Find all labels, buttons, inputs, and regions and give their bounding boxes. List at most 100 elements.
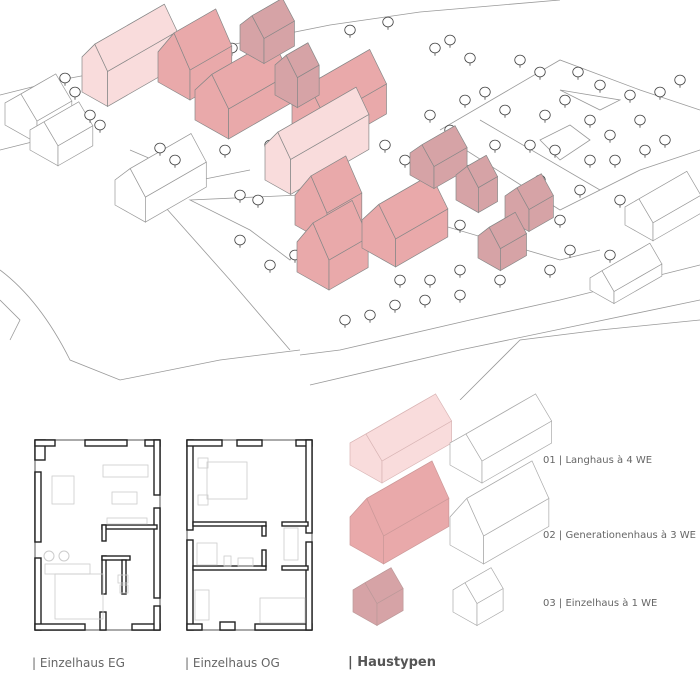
- wall: [192, 565, 267, 571]
- wall: [281, 521, 309, 527]
- tree-icon: [464, 52, 476, 66]
- tree-icon: [234, 234, 246, 248]
- roof-near: [466, 460, 550, 537]
- furniture: [259, 597, 306, 624]
- wall: [281, 565, 309, 571]
- wall: [144, 439, 161, 447]
- tree-icon: [479, 86, 491, 100]
- furniture: [206, 461, 248, 500]
- roof-near: [601, 242, 663, 292]
- tree-crown: [624, 89, 636, 101]
- furniture: [51, 475, 75, 505]
- roof-near: [312, 200, 369, 261]
- roof-near: [285, 42, 320, 79]
- existing-building: [114, 133, 207, 223]
- tree-crown: [614, 194, 626, 206]
- tree-crown: [454, 219, 466, 231]
- tree-crown: [494, 274, 506, 286]
- side-wall: [652, 195, 700, 242]
- road-line: [439, 59, 700, 131]
- einzelhaus: [239, 0, 295, 65]
- tree-icon: [594, 79, 606, 93]
- tree-icon: [234, 189, 246, 203]
- tree-crown: [479, 86, 491, 98]
- wall: [192, 521, 267, 527]
- roof-far: [349, 393, 436, 444]
- tree-icon: [499, 104, 511, 118]
- wall: [131, 623, 161, 631]
- wall: [186, 439, 223, 447]
- roof-far: [352, 567, 392, 591]
- furniture: [106, 517, 148, 525]
- tree-crown: [554, 214, 566, 226]
- tree-crown: [584, 154, 596, 166]
- tree-crown: [399, 154, 411, 166]
- tree-icon: [604, 129, 616, 143]
- roof-near: [464, 567, 504, 604]
- gable-wall: [449, 433, 483, 484]
- tree-crown: [84, 109, 96, 121]
- tree-icon: [674, 74, 686, 88]
- tree-icon: [454, 289, 466, 303]
- tree-icon: [382, 16, 394, 30]
- generationenhaus: [296, 200, 369, 291]
- gable-wall: [352, 582, 378, 627]
- road-line: [309, 299, 700, 386]
- tree-icon: [379, 139, 391, 153]
- wall: [261, 549, 267, 567]
- legend-langhaus: 01 | Langhaus à 4 WE: [543, 455, 653, 466]
- road-line: [188, 194, 311, 261]
- tree-icon: [494, 274, 506, 288]
- tree-icon: [524, 139, 536, 153]
- existing-building: [29, 101, 94, 167]
- tree-icon: [394, 274, 406, 288]
- tree-icon: [444, 34, 456, 48]
- legend-generationenhaus-outline: [449, 460, 550, 565]
- wall: [219, 621, 236, 631]
- tree-icon: [459, 94, 471, 108]
- caption-einzelhaus-og: | Einzelhaus OG: [185, 656, 280, 670]
- roof-near: [365, 393, 453, 462]
- wall: [84, 439, 128, 447]
- wall: [153, 439, 161, 496]
- tree-crown: [604, 249, 616, 261]
- wall: [153, 605, 161, 631]
- tree-crown: [419, 294, 431, 306]
- tree-crown: [382, 16, 394, 28]
- roof-near: [94, 3, 178, 72]
- tree-crown: [574, 184, 586, 196]
- wall: [101, 524, 107, 542]
- isometric-site-plan: [0, 0, 700, 400]
- legend-langhaus-colored: [349, 393, 453, 484]
- roof-far: [449, 393, 536, 444]
- tree-crown: [544, 264, 556, 276]
- tree-crown: [252, 194, 264, 206]
- side-wall: [483, 497, 550, 565]
- side-wall: [383, 497, 450, 565]
- furniture: [54, 573, 104, 620]
- tree-crown: [459, 94, 471, 106]
- furniture: [223, 555, 232, 567]
- tree-crown: [604, 129, 616, 141]
- roof-near: [465, 393, 553, 462]
- road-line: [559, 89, 622, 111]
- roof-near: [364, 567, 404, 604]
- roof-near: [251, 0, 295, 39]
- tree-crown: [59, 72, 71, 84]
- tree-icon: [94, 119, 106, 133]
- sink: [43, 550, 55, 562]
- tree-crown: [654, 86, 666, 98]
- furniture: [117, 574, 129, 584]
- furniture: [44, 563, 91, 575]
- tree-icon: [59, 72, 71, 86]
- tree-crown: [69, 86, 81, 98]
- tree-crown: [169, 154, 181, 166]
- side-wall: [376, 587, 404, 627]
- tree-icon: [584, 114, 596, 128]
- tree-icon: [424, 274, 436, 288]
- roof-near: [129, 133, 207, 198]
- wall: [101, 555, 107, 595]
- wall: [101, 555, 131, 561]
- wall: [121, 559, 127, 595]
- wall: [153, 507, 161, 599]
